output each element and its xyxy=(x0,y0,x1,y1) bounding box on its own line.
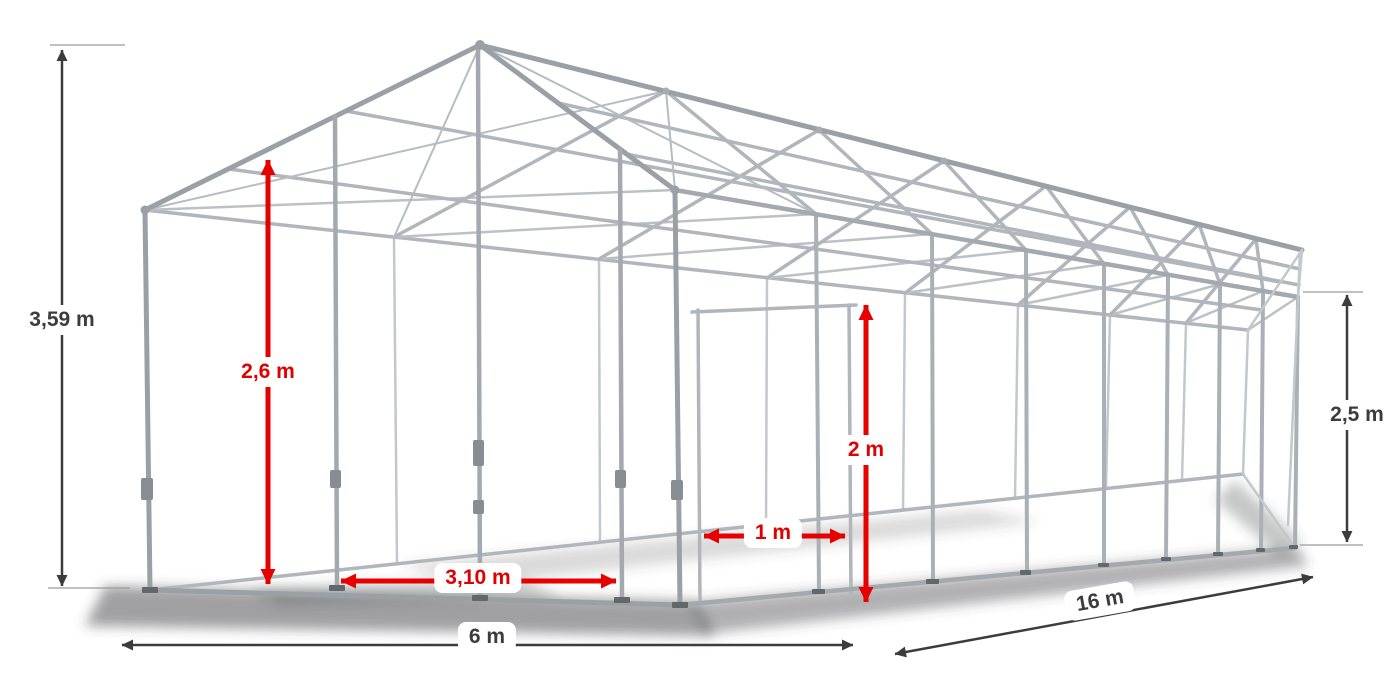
dimension-label-front-door-width: 3,10 m xyxy=(434,563,522,593)
frame-roof-bracing xyxy=(144,44,817,238)
frame-connectors xyxy=(140,40,948,514)
dimension-label-inner-height: 2,6 m xyxy=(230,357,306,387)
frame-side-door xyxy=(690,303,858,605)
frame-front-gable xyxy=(142,42,683,608)
frame-right-wall-posts xyxy=(814,212,1265,594)
frame-left-wall-posts xyxy=(392,235,1188,566)
dimension-label-side-door-width: 1 m xyxy=(743,518,803,548)
frame-back-gable xyxy=(1241,248,1304,550)
dimension-label-width: 6 m xyxy=(457,622,517,652)
dimension-label-side-height: 2,5 m xyxy=(1319,400,1395,430)
frame-ridge-beam xyxy=(477,42,1305,253)
dimension-label-side-door-height: 2 m xyxy=(836,435,896,465)
frame-left-rails xyxy=(143,208,1250,592)
dimension-extension-lines xyxy=(48,44,1363,589)
dimension-label-total-height: 3,59 m xyxy=(18,305,106,335)
frame-roof-purlins xyxy=(227,101,1302,312)
